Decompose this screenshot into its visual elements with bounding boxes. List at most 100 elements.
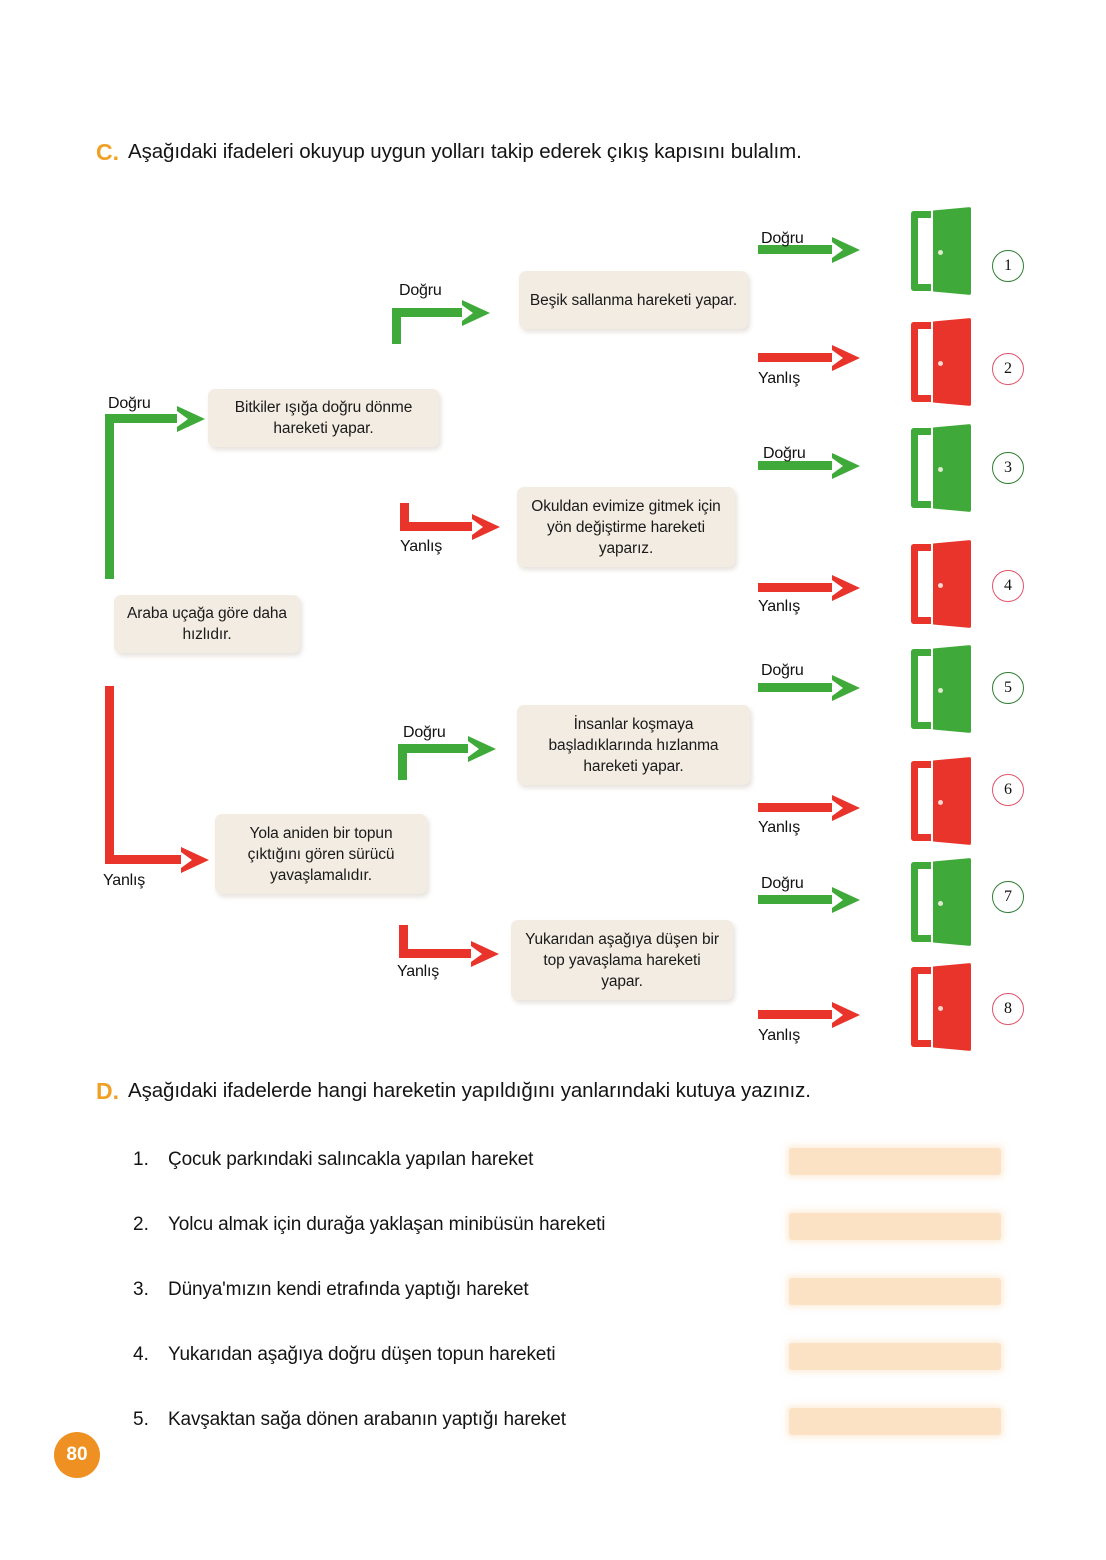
arrow-head-notch [832, 349, 843, 366]
section-c-heading: C. Aşağıdaki ifadeleri okuyup uygun yoll… [96, 138, 802, 166]
branch-label-dogru-1: Doğru [399, 282, 442, 299]
branch-arrow-yanlis-okuldan [400, 503, 520, 540]
exit-number-1: 1 [992, 250, 1024, 282]
door-frame-icon [911, 967, 931, 1047]
door-frame-icon [911, 761, 931, 841]
statement-box-okuldan: Okuldan evimize gitmek için yön değiştir… [517, 487, 735, 567]
section-c-instruction: Aşağıdaki ifadeleri okuyup uygun yolları… [128, 140, 802, 163]
answer-box-1[interactable] [789, 1148, 1001, 1175]
answer-box-4[interactable] [789, 1343, 1001, 1370]
statement-text: Yukarıdan aşağıya düşen bir top yavaşlam… [525, 930, 719, 990]
door-frame-icon [911, 649, 931, 729]
door-knob-icon [938, 901, 943, 906]
question-number: 5. [133, 1409, 149, 1430]
door-knob-icon [938, 583, 943, 588]
statement-box-bitkiler: Bitkiler ışığa doğru dönme hareketi yapa… [208, 389, 439, 447]
question-number: 4. [133, 1344, 149, 1365]
arrow-shaft [399, 949, 477, 958]
arrow-shaft [105, 414, 183, 423]
branch-label-yanlis-2: Yanlış [103, 872, 146, 889]
exit-door-7[interactable] [911, 858, 973, 946]
question-row: 5. Kavşaktan sağa dönen arabanın yaptığı… [0, 1406, 1106, 1446]
exit-door-8[interactable] [911, 963, 973, 1051]
arrow-shaft [398, 744, 474, 753]
arrow-head-notch [472, 518, 483, 535]
exit-door-3[interactable] [911, 424, 973, 512]
exit-number-2: 2 [992, 353, 1024, 385]
section-d-heading: D. Aşağıdaki ifadelerde hangi hareketin … [96, 1077, 811, 1105]
door-knob-icon [938, 1006, 943, 1011]
exit-arrow-7 [758, 886, 878, 913]
arrow-head-notch [177, 410, 188, 427]
exit-arrow-6 [758, 794, 878, 821]
page-number-badge: 80 [54, 1432, 100, 1478]
arrow-shaft [758, 353, 838, 362]
exit-number-6: 6 [992, 774, 1024, 806]
arrow-stem [392, 308, 401, 344]
arrow-shaft [758, 1010, 838, 1019]
branch-arrow-dogru-insanlar [398, 735, 518, 780]
arrow-shaft [392, 308, 468, 317]
exit-door-5[interactable] [911, 645, 973, 733]
question-number: 1. [133, 1149, 149, 1170]
arrow-head-notch [468, 740, 479, 757]
arrow-stem [400, 503, 409, 531]
branch-arrow-yanlis-yukaridan [399, 925, 519, 967]
exit-arrow-1 [758, 236, 878, 263]
arrow-head-notch [181, 851, 192, 868]
statement-text: Araba uçağa göre daha hızlıdır. [127, 605, 287, 643]
arrow-shaft [400, 522, 478, 531]
branch-label-yanlis-3: Yanlış [397, 963, 440, 980]
branch-arrow-dogru-besik [392, 299, 512, 344]
exit-number-4: 4 [992, 570, 1024, 602]
door-knob-icon [938, 361, 943, 366]
statement-box-araba: Araba uçağa göre daha hızlıdır. [114, 595, 300, 653]
door-knob-icon [938, 688, 943, 693]
section-c-letter: C. [96, 139, 119, 165]
statement-text: Yola aniden bir topun çıktığını gören sü… [247, 824, 395, 884]
arrow-stem [399, 925, 408, 958]
exit-door-6[interactable] [911, 757, 973, 845]
exit-door-2[interactable] [911, 318, 973, 406]
exit-arrow-4 [758, 574, 878, 601]
arrow-stem [398, 744, 407, 780]
statement-text: Beşik sallanma hareketi yapar. [529, 291, 738, 309]
exit-label-8: Yanlış [758, 1027, 801, 1044]
answer-box-2[interactable] [789, 1213, 1001, 1240]
exit-label-4: Yanlış [758, 598, 801, 615]
exit-number-8: 8 [992, 993, 1024, 1025]
question-text: Çocuk parkındaki salıncakla yapılan hare… [168, 1149, 534, 1170]
question-text: Kavşaktan sağa dönen arabanın yaptığı ha… [168, 1409, 566, 1430]
arrow-head-notch [832, 241, 843, 258]
exit-label-6: Yanlış [758, 819, 801, 836]
branch-arrow-yanlis-yola [105, 686, 235, 873]
arrow-shaft [758, 583, 838, 592]
arrow-shaft [758, 683, 838, 692]
exit-arrow-5 [758, 674, 878, 701]
statement-text: Bitkiler ışığa doğru dönme hareketi yapa… [234, 399, 413, 437]
question-row: 2. Yolcu almak için durağa yaklaşan mini… [0, 1211, 1106, 1251]
arrow-head-notch [462, 304, 473, 321]
door-frame-icon [911, 322, 931, 402]
arrow-head-notch [832, 799, 843, 816]
arrow-head-notch [832, 679, 843, 696]
arrow-shaft [105, 855, 187, 864]
arrow-head-notch [832, 457, 843, 474]
question-text: Yukarıdan aşağıya doğru düşen topun hare… [168, 1344, 556, 1365]
arrow-shaft [758, 803, 838, 812]
exit-label-1: Doğru [761, 230, 804, 247]
answer-box-3[interactable] [789, 1278, 1001, 1305]
arrow-stem [105, 686, 114, 864]
statement-box-yukaridan: Yukarıdan aşağıya düşen bir top yavaşlam… [511, 920, 733, 1000]
branch-label-yanlis-1: Yanlış [400, 538, 443, 555]
door-frame-icon [911, 544, 931, 624]
branch-label-dogru-3: Doğru [403, 724, 446, 741]
answer-box-5[interactable] [789, 1408, 1001, 1435]
exit-number-7: 7 [992, 881, 1024, 913]
exit-door-4[interactable] [911, 540, 973, 628]
door-frame-icon [911, 428, 931, 508]
section-d-instruction: Aşağıdaki ifadelerde hangi hareketin yap… [128, 1079, 811, 1102]
exit-door-1[interactable] [911, 207, 973, 295]
statement-box-besik: Beşik sallanma hareketi yapar. [519, 271, 748, 329]
